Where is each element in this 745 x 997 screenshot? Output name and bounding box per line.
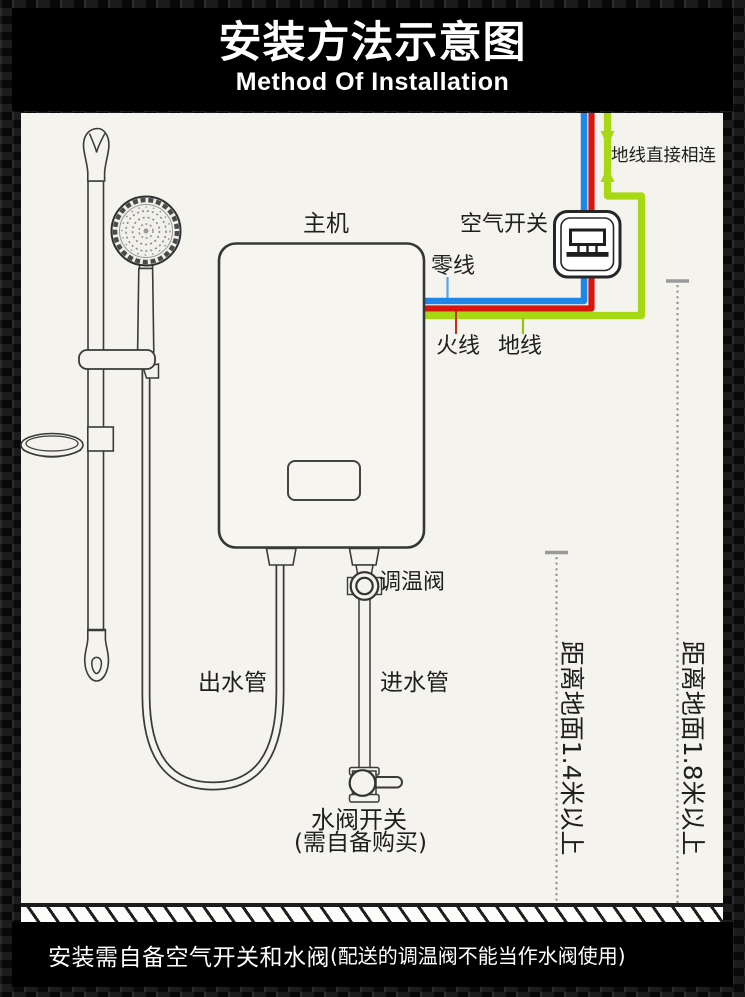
footer-warning-bar: 安装需自备空气开关和水阀(配送的调温阀不能当作水阀使用) <box>12 922 733 987</box>
page-title: 安装方法示意图 <box>218 18 527 68</box>
label-water-valve: 水阀开关 <box>311 806 407 834</box>
label-outlet-pipe: 出水管 <box>198 670 267 696</box>
ground-hatch <box>21 903 723 922</box>
page-subtitle: Method Of Installation <box>235 68 510 97</box>
diagram-panel <box>21 113 723 903</box>
label-air-switch: 空气开关 <box>460 212 549 237</box>
label-ground-wire: 地线 <box>498 334 543 359</box>
label-temp-valve: 调温阀 <box>379 570 446 595</box>
label-live-wire: 火线 <box>436 334 481 359</box>
label-height-1-4m: 距离地面1.4米以上 <box>557 640 587 856</box>
label-water-valve-note: (需自备购买) <box>294 830 427 856</box>
label-neutral-wire: 零线 <box>431 254 476 279</box>
warning-text-paren: (配送的调温阀不能当作水阀使用) <box>330 944 626 968</box>
warning-text-main: 安装需自备空气开关和水阀 <box>48 944 330 971</box>
label-main-unit: 主机 <box>303 211 349 237</box>
label-height-1-8m: 距离地面1.8米以上 <box>678 640 708 856</box>
header-banner: 安装方法示意图 Method Of Installation <box>12 8 733 111</box>
label-inlet-pipe: 进水管 <box>380 670 449 696</box>
label-ground-note: 地线直接相连 <box>611 146 716 166</box>
